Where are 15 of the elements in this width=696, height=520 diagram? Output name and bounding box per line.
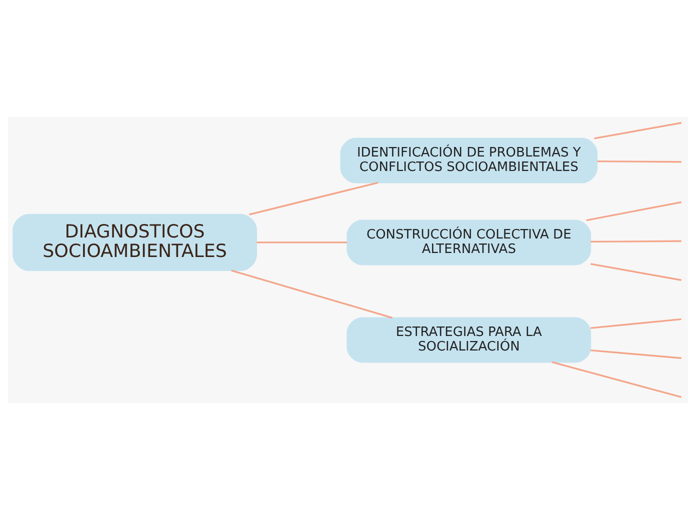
node-box: DIAGNOSTICOS SOCIOAMBIENTALES bbox=[12, 214, 257, 272]
node-box: IDENTIFICACIÓN DE PROBLEMAS Y CONFLICTOS SOCIOAMBIENTALES bbox=[340, 138, 598, 184]
connector bbox=[590, 240, 682, 243]
connector bbox=[594, 122, 682, 140]
connector bbox=[552, 361, 682, 398]
connector bbox=[590, 318, 682, 329]
connector bbox=[586, 201, 682, 222]
connector bbox=[590, 263, 682, 281]
connector bbox=[249, 182, 378, 216]
connector bbox=[590, 349, 682, 359]
connector bbox=[256, 242, 348, 244]
connector bbox=[231, 270, 392, 319]
connector bbox=[597, 160, 682, 163]
node-box: CONSTRUCCIÓN COLECTIVA DE ALTERNATIVAS bbox=[346, 220, 592, 266]
node-box: ESTRATEGIAS PARA LA SOCIALIZACIÓN bbox=[346, 317, 592, 363]
